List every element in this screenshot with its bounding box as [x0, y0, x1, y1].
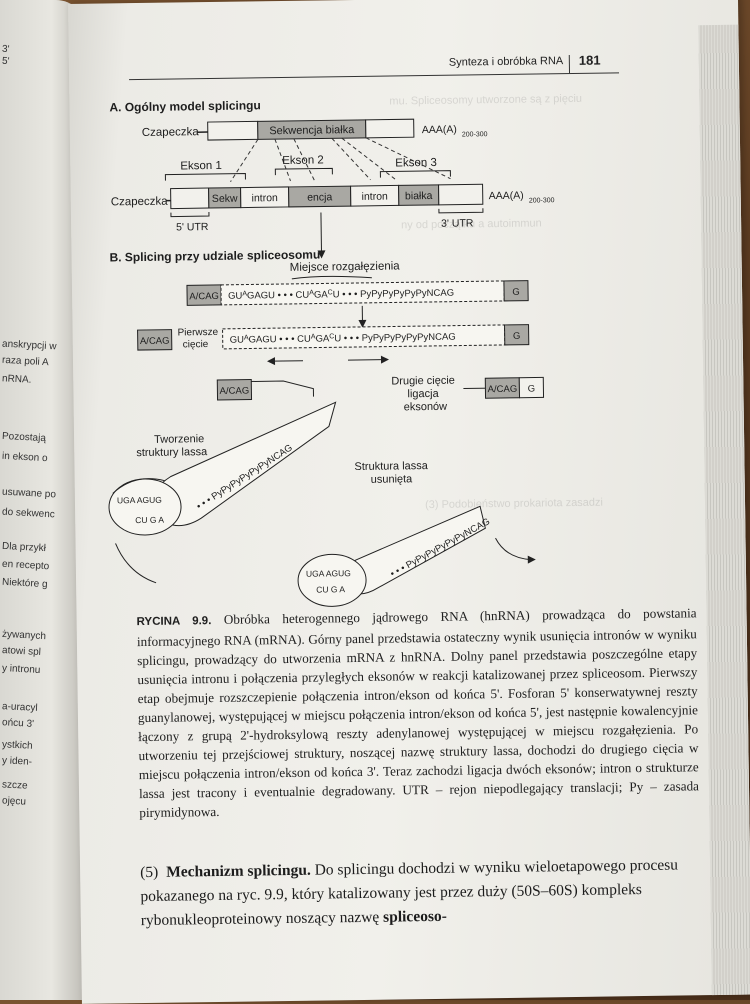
- panel-a-title: A. Ogólny model splicingu: [109, 98, 261, 114]
- left-page-text-fragment: żywanych: [2, 629, 46, 642]
- exon-right-seq-2: G: [513, 331, 521, 342]
- splicing-figure: A. Ogólny model splicingu Czapeczka Sekw…: [68, 0, 747, 624]
- left-page-text-fragment: ystkich: [2, 739, 33, 752]
- left-page-text-fragment: ońcu 3': [2, 717, 34, 730]
- ligated-left-seq: A/CAG: [488, 384, 518, 395]
- left-page-text-fragment: anskrypcji w: [2, 339, 57, 353]
- lariat-1-loop-seq-2: CU G A: [135, 515, 164, 525]
- exon-2-label: Ekson 2: [282, 154, 324, 167]
- left-page-text-fragment: usuwane po: [2, 487, 56, 501]
- paragraph-bold-tail: spliceoso-: [383, 908, 447, 926]
- pre-mrna-seg-4: intron: [362, 191, 389, 203]
- utr3-label: 3' UTR: [441, 217, 474, 229]
- left-page-text-fragment: en recepto: [2, 559, 50, 572]
- pre-mrna-polya-range: 200-300: [529, 197, 555, 204]
- pre-mrna-seg-5: białka: [405, 190, 433, 202]
- pre-mrna-cap-label: Czapeczka: [111, 196, 169, 209]
- lariat-removed-label: Struktura lassausunięta: [354, 460, 429, 486]
- mrna-3utr-box: [366, 119, 414, 138]
- mrna-cap-label: Czapeczka: [142, 126, 200, 139]
- left-page-text-fragment: Pozostają: [2, 431, 46, 444]
- pre-mrna-polya: AAA(A): [489, 190, 524, 202]
- left-page-text-fragment: y iden-: [2, 755, 33, 768]
- left-page-text-fragment: nRNA.: [2, 373, 32, 386]
- lariat-2-loop-seq: UGA AGUG: [306, 568, 351, 579]
- body-paragraph: (5)Mechanizm splicingu. Do splicingu doc…: [140, 853, 701, 933]
- caption-label: RYCINA 9.9.: [137, 615, 212, 628]
- exon-3-label: Ekson 3: [395, 157, 437, 170]
- exon-left-seq-1: A/CAG: [189, 291, 219, 302]
- polya-range: 200-300: [462, 131, 488, 138]
- lariat-form-label: Tworzeniestruktury lassa: [136, 433, 208, 459]
- left-page-text-fragment: in ekson o: [2, 451, 48, 464]
- left-page-text-fragment: szcze: [2, 779, 28, 791]
- pre-mrna-seg-1: Sekw: [212, 193, 238, 205]
- lariat-loop-2: [298, 554, 367, 607]
- left-page-text-fragment: 5': [2, 56, 10, 67]
- left-page-text-fragment: y intronu: [2, 663, 41, 676]
- right-page: mu. Spliceosomy utworzone są z pięciu ny…: [68, 0, 750, 1004]
- left-page-text-fragment: Niektóre g: [2, 577, 48, 590]
- branch-site-label: Miejsce rozgałęzienia: [290, 260, 401, 274]
- pre-mrna-seg-3: encja: [307, 191, 332, 203]
- left-page-text-fragment: 3': [2, 44, 10, 55]
- left-page-text-fragment: do sekwenc: [2, 507, 55, 521]
- pre-mrna-seg-2: intron: [252, 192, 279, 204]
- caption-text: Obróbka heterogennego jądrowego RNA (hnR…: [137, 605, 699, 820]
- left-page-text-fragment: raza poli A: [2, 355, 49, 368]
- second-cut-label: Drugie cięcieligacjaeksonów: [391, 375, 455, 414]
- exon-right-seq-1: G: [512, 287, 520, 298]
- first-cut-label: Pierwszecięcie: [178, 327, 219, 351]
- mrna-5utr-box: [208, 121, 258, 140]
- lariat-loop-1: [109, 478, 182, 535]
- left-page-text-fragment: ojęcu: [2, 795, 26, 807]
- exon-1-label: Ekson 1: [180, 160, 222, 173]
- left-page-text-fragment: atowi spl: [2, 645, 41, 658]
- polya-label: AAA(A): [422, 124, 457, 136]
- left-page-text-fragment: a-uracyl: [2, 701, 38, 714]
- utr5-label: 5' UTR: [176, 221, 209, 233]
- paragraph-heading: Mechanizm splicingu.: [166, 862, 311, 881]
- figure-caption: RYCINA 9.9. Obróbka heterogennego jądrow…: [136, 603, 699, 822]
- ligated-right-seq: G: [528, 384, 536, 395]
- lariat-1-loop-seq: UGA AGUG: [117, 495, 162, 506]
- exon-left-seq-2: A/CAG: [140, 336, 170, 347]
- paragraph-number: (5): [140, 861, 166, 885]
- mrna-coding-label: Sekwencja białka: [269, 124, 355, 137]
- left-page-text-fragment: Dla przykł: [2, 541, 46, 554]
- lariat-2-loop-seq-2: CU G A: [316, 584, 345, 594]
- exon-left-seq-3: A/CAG: [220, 386, 250, 397]
